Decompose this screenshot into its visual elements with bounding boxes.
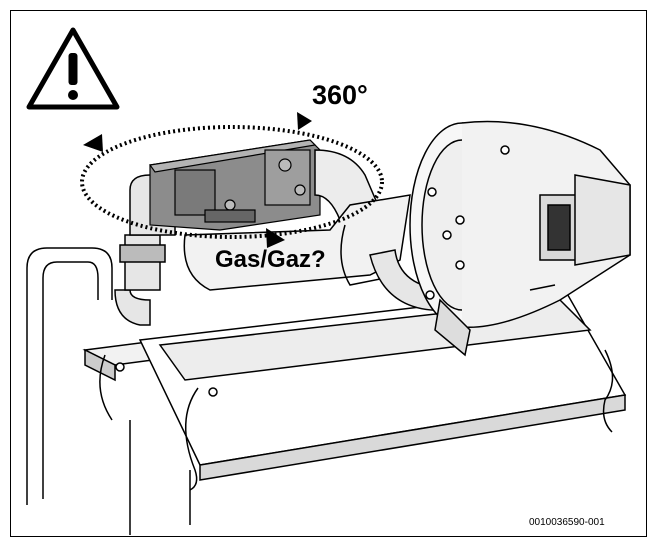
burner-tray <box>82 289 627 491</box>
gas-valve <box>148 139 321 231</box>
rotation-label: 360° <box>312 80 368 110</box>
boiler-body <box>26 420 191 535</box>
gas-label: Gas/Gaz? <box>215 246 326 273</box>
figure-code: 0010036590-001 <box>529 517 605 528</box>
warning-triangle-icon <box>26 27 120 110</box>
rotation-arrows-icon <box>80 112 384 248</box>
gas-supply-pipe <box>26 247 113 499</box>
fan-assembly <box>409 120 631 357</box>
